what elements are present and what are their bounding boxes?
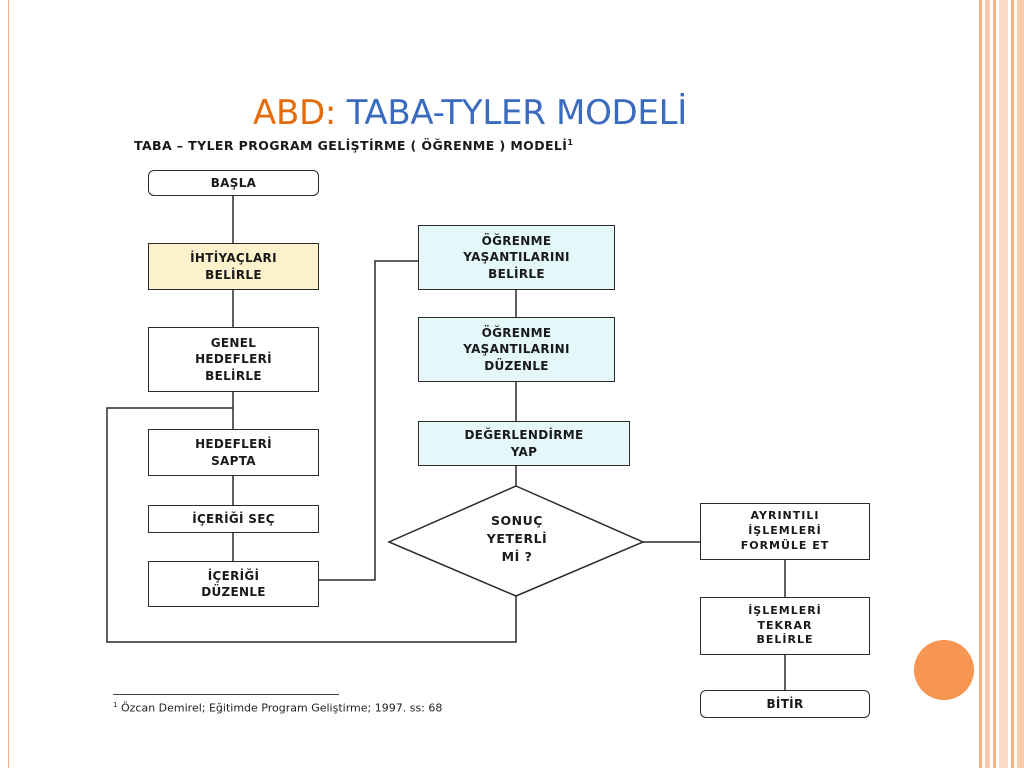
- determine-experiences-node: ÖĞRENME YAŞANTILARINI BELİRLE: [418, 225, 615, 290]
- diagram-heading-note-mark: 1: [567, 138, 574, 147]
- decision-label: SONUÇ YETERLİ Mİ ?: [486, 513, 548, 565]
- end-node: BİTİR: [700, 690, 870, 718]
- evaluate-node: DEĞERLENDİRME YAP: [418, 421, 630, 466]
- detailed-operations-node: AYRINTILI İŞLEMLERİ FORMÜLE ET: [700, 503, 870, 560]
- slide-title-main: TABA-TYLER MODELİ: [346, 92, 688, 133]
- set-goals-node: HEDEFLERİ SAPTA: [148, 429, 319, 476]
- diagram-heading: TABA – TYLER PROGRAM GELİŞTİRME ( ÖĞRENM…: [134, 138, 794, 153]
- general-goals-node: GENEL HEDEFLERİ BELİRLE: [148, 327, 319, 392]
- footnote-mark: 1: [113, 701, 118, 709]
- slide-title-prefix: ABD:: [253, 92, 337, 133]
- select-content-node: İÇERİĞİ SEÇ: [148, 505, 319, 533]
- decision-diamond: [387, 485, 645, 597]
- footnote-rule: [113, 694, 339, 695]
- start-node: BAŞLA: [148, 170, 319, 196]
- decorative-circle: [914, 640, 974, 700]
- footnote: 1 Özcan Demirel; Eğitimde Program Gelişt…: [113, 701, 442, 715]
- diagram-heading-text: TABA – TYLER PROGRAM GELİŞTİRME ( ÖĞRENM…: [134, 138, 568, 154]
- organize-experiences-node: ÖĞRENME YAŞANTILARINI DÜZENLE: [418, 317, 615, 382]
- footnote-text: Özcan Demirel; Eğitimde Program Geliştir…: [120, 701, 443, 715]
- identify-needs-node: İHTİYAÇLARI BELİRLE: [148, 243, 319, 290]
- slide-title: ABD: TABA-TYLER MODELİ: [0, 93, 940, 133]
- repeat-operations-node: İŞLEMLERİ TEKRAR BELİRLE: [700, 597, 870, 655]
- organize-content-node: İÇERİĞİ DÜZENLE: [148, 561, 319, 607]
